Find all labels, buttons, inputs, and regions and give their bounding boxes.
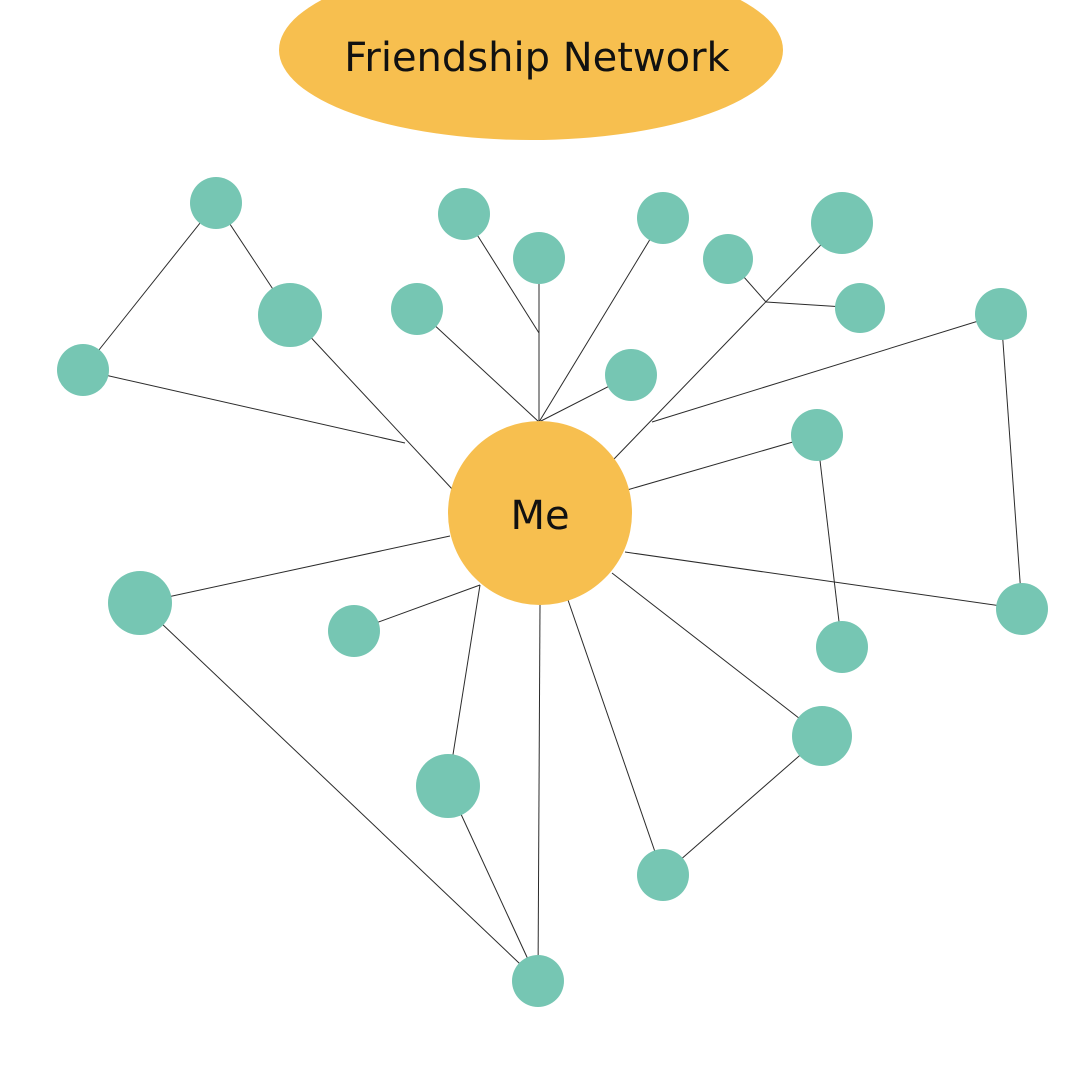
friend-node	[703, 234, 753, 284]
edge-line	[1000, 313, 1023, 610]
friend-node	[391, 283, 443, 335]
friend-node	[792, 706, 852, 766]
friend-node	[605, 349, 657, 401]
edge-line	[816, 434, 843, 648]
friend-node	[512, 955, 564, 1007]
friend-node	[637, 192, 689, 244]
edge-line	[82, 202, 217, 371]
friend-nodes-layer	[57, 177, 1048, 1007]
edge-line	[613, 222, 843, 460]
edge-line	[567, 599, 664, 876]
edge-line	[538, 217, 664, 423]
edge-line	[289, 314, 454, 491]
title-blob: Friendship Network	[279, 0, 783, 140]
friend-node	[996, 583, 1048, 635]
edge-line	[416, 308, 540, 423]
edge-line	[139, 602, 539, 982]
friend-node	[811, 192, 873, 254]
friend-node	[835, 283, 885, 333]
edge-line	[662, 735, 823, 876]
edge-line	[624, 551, 1023, 610]
diagram-title: Friendship Network	[344, 35, 730, 81]
friend-node	[816, 621, 868, 673]
edge-line	[611, 572, 823, 737]
friend-node	[108, 571, 172, 635]
edge-line	[537, 604, 541, 982]
friend-node	[258, 283, 322, 347]
edge-line	[82, 369, 406, 444]
edge-line	[651, 313, 1002, 423]
center-node: Me	[448, 421, 632, 605]
edge-line	[139, 535, 451, 604]
friend-node	[438, 188, 490, 240]
friend-node	[190, 177, 242, 229]
title-ellipse	[279, 0, 783, 140]
friend-node	[975, 288, 1027, 340]
edge-line	[447, 785, 539, 982]
friend-node	[328, 605, 380, 657]
center-node-circle	[448, 421, 632, 605]
friend-node	[513, 232, 565, 284]
friend-node	[416, 754, 480, 818]
edge-line	[626, 434, 818, 491]
center-node-label: Me	[510, 493, 569, 539]
edges-layer	[82, 202, 1023, 982]
friend-node	[637, 849, 689, 901]
friend-node	[57, 344, 109, 396]
friend-node	[791, 409, 843, 461]
edge-line	[447, 584, 481, 787]
